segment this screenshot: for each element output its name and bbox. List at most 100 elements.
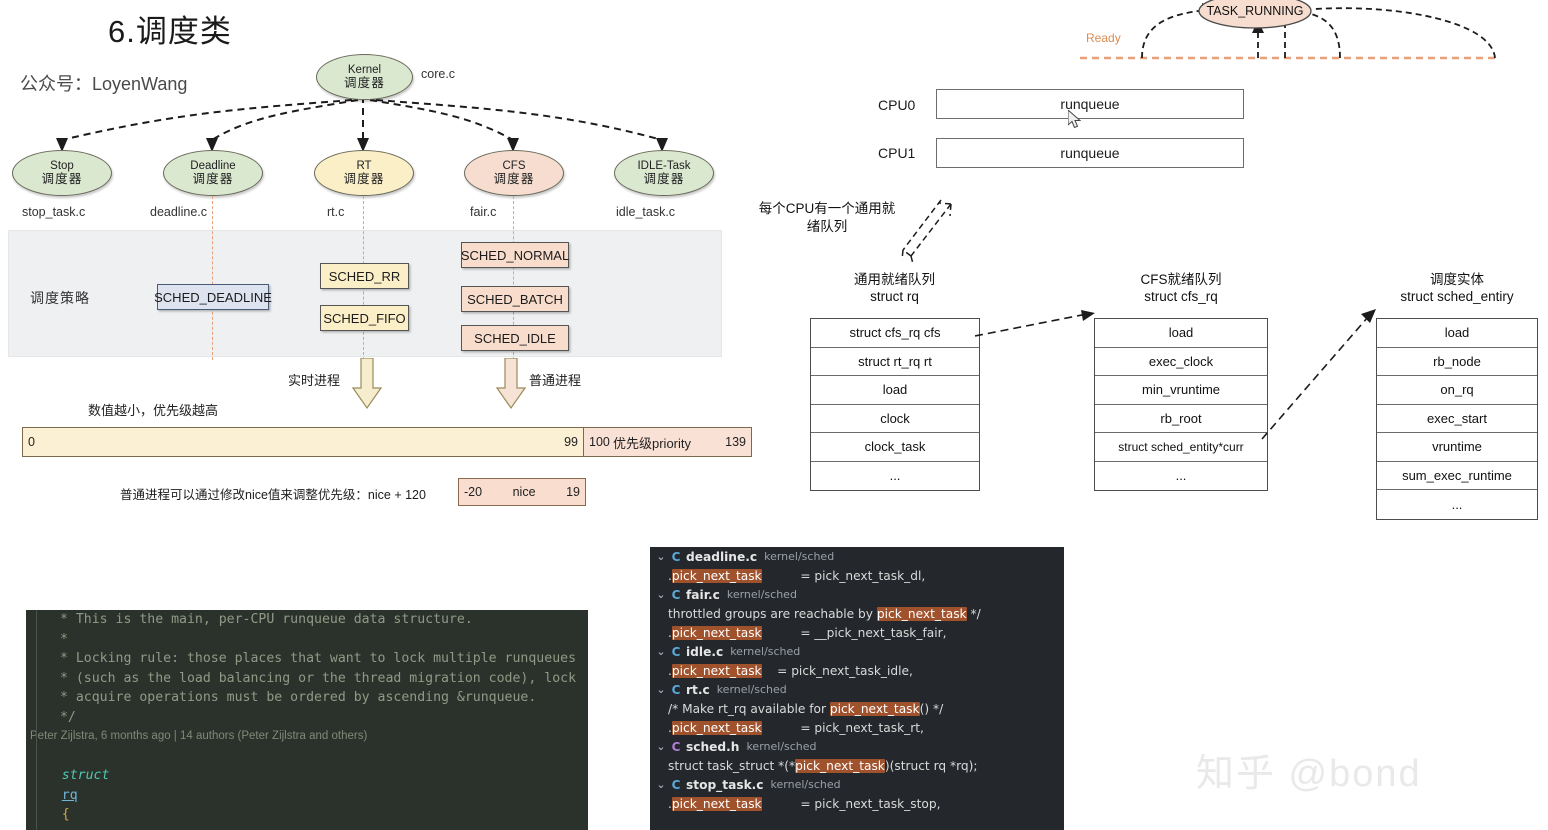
- nice-max: 19: [566, 485, 580, 499]
- match-post: () */: [919, 701, 944, 716]
- se-title-cn: 调度实体: [1430, 272, 1484, 287]
- code-line: * acquire operations must be ordered by …: [52, 690, 537, 705]
- match-highlight: pick_next_task: [876, 606, 967, 621]
- cfsrq-to-sched-entity-arrow-icon: [1261, 309, 1376, 440]
- match-post: = pick_next_task_stop,: [761, 796, 941, 811]
- policy-sched-rr: SCHED_RR: [320, 263, 409, 289]
- c-file-icon: C: [671, 777, 681, 792]
- source-code-panel[interactable]: * This is the main, per-CPU runqueue dat…: [26, 610, 588, 830]
- match-post: = pick_next_task_rt,: [761, 720, 924, 735]
- node-line2: 调度器: [343, 172, 385, 187]
- code-line: */: [52, 709, 76, 725]
- code-keyword: struct: [61, 768, 110, 783]
- percpu-runqueue-note: 每个CPU有一个通用就绪队列: [758, 201, 896, 235]
- priority-range-realtime: 0 99: [22, 427, 584, 457]
- h-file-icon: C: [671, 739, 681, 754]
- search-match-line[interactable]: .pick_next_task = pick_next_task_stop,: [650, 794, 1064, 813]
- match-highlight: pick_next_task: [671, 625, 762, 640]
- watermark: 知乎 @bond: [1196, 753, 1422, 795]
- code-identifier: rq: [61, 787, 78, 803]
- rq-to-cfsrq-arrow-icon: [975, 310, 1095, 337]
- match-post: = pick_next_task_idle,: [761, 663, 913, 678]
- node-deadline-scheduler: Deadline 调度器: [163, 150, 263, 196]
- match-pre: throttled groups are reachable by: [668, 606, 877, 621]
- task-running-state-label: TASK_RUNNING: [1206, 4, 1303, 18]
- rq-field: load: [811, 376, 979, 405]
- code-line: * This is the main, per-CPU runqueue dat…: [52, 612, 473, 627]
- search-match-line[interactable]: throttled groups are reachable by pick_n…: [650, 604, 1064, 623]
- cfsrq-field: exec_clock: [1095, 348, 1267, 376]
- match-post: */: [966, 606, 981, 621]
- priority-axis-label: 优先级priority: [613, 436, 692, 451]
- search-group-header[interactable]: ⌄ C deadline.c kernel/sched: [650, 547, 1064, 566]
- priority-rt-max: 99: [564, 435, 578, 449]
- search-group-header[interactable]: ⌄ C idle.c kernel/sched: [650, 642, 1064, 661]
- policy-panel-label: 调度策略: [30, 290, 90, 306]
- code-line: * Locking rule: those places that want t…: [52, 651, 577, 666]
- search-results-panel[interactable]: ⌄ C deadline.c kernel/sched .pick_next_t…: [650, 547, 1064, 830]
- chevron-down-icon[interactable]: ⌄: [656, 550, 666, 563]
- cpu0-label: CPU0: [878, 97, 916, 113]
- sched-entity-table-title: 调度实体 struct sched_entiry: [1372, 272, 1542, 306]
- c-file-icon: C: [671, 682, 681, 697]
- node-stop-scheduler: Stop 调度器: [12, 150, 112, 196]
- node-line1: Deadline: [190, 159, 236, 172]
- node-idle-task-scheduler: IDLE-Task 调度器: [614, 150, 714, 196]
- struct-rq-table: struct cfs_rq cfs struct rt_rq rt load c…: [810, 318, 980, 491]
- chevron-down-icon[interactable]: ⌄: [656, 645, 666, 658]
- scheduling-policy-panel: [8, 230, 722, 357]
- chevron-down-icon[interactable]: ⌄: [656, 778, 666, 791]
- search-match-line[interactable]: /* Make rt_rq available for pick_next_ta…: [650, 699, 1064, 718]
- code-gutter-line: [36, 610, 37, 830]
- cfsrq-title-cn: CFS就绪队列: [1140, 272, 1222, 287]
- cfsrq-title-en: struct cfs_rq: [1144, 288, 1218, 304]
- match-post: = pick_next_task_dl,: [761, 568, 926, 583]
- cpu0-runqueue-box[interactable]: runqueue: [936, 89, 1244, 119]
- match-highlight: pick_next_task: [671, 568, 762, 583]
- node-line1: Stop: [50, 159, 74, 172]
- node-line2: 调度器: [493, 172, 535, 187]
- search-match-line[interactable]: .pick_next_task = pick_next_task_idle,: [650, 661, 1064, 680]
- search-file-name: stop_task.c: [686, 777, 764, 792]
- se-field: sum_exec_runtime: [1377, 462, 1537, 490]
- c-file-icon: C: [671, 587, 681, 602]
- search-match-line[interactable]: struct task_struct *(*pick_next_task)(st…: [650, 756, 1064, 775]
- task-state-diagram: TASK_RUNNING: [1080, 0, 1498, 60]
- search-match-line[interactable]: .pick_next_task = pick_next_task_dl,: [650, 566, 1064, 585]
- cpu1-runqueue-box[interactable]: runqueue: [936, 138, 1244, 168]
- realtime-process-label: 实时进程: [288, 373, 341, 388]
- policy-sched-normal: SCHED_NORMAL: [461, 242, 569, 268]
- chevron-down-icon[interactable]: ⌄: [656, 588, 666, 601]
- guide-cfs: [513, 196, 514, 360]
- cpu1-label: CPU1: [878, 145, 916, 161]
- se-field: vruntime: [1377, 433, 1537, 462]
- nice-label: nice: [512, 485, 536, 499]
- match-highlight: pick_next_task: [671, 796, 762, 811]
- nice-note: 普通进程可以通过修改nice值来调整优先级：nice + 120: [120, 488, 426, 502]
- policy-sched-batch: SCHED_BATCH: [461, 286, 569, 312]
- policy-sched-idle: SCHED_IDLE: [461, 325, 569, 351]
- chevron-down-icon[interactable]: ⌄: [656, 683, 666, 696]
- cfsrq-field: ...: [1175, 468, 1187, 484]
- search-group-header[interactable]: ⌄ C fair.c kernel/sched: [650, 585, 1064, 604]
- search-match-line[interactable]: .pick_next_task = __pick_next_task_fair,: [650, 623, 1064, 642]
- source-file-rt: rt.c: [327, 205, 345, 219]
- code-line: * (such as the load balancing or the thr…: [52, 670, 577, 686]
- percpu-note-arrow-icon: [901, 199, 952, 265]
- match-pre: struct task_struct *(*: [668, 758, 796, 773]
- match-post: )(struct rq *rq);: [884, 758, 978, 773]
- search-group-header[interactable]: ⌄ C rt.c kernel/sched: [650, 680, 1064, 699]
- source-file-fair: fair.c: [470, 205, 497, 219]
- priority-rt-min: 0: [28, 435, 35, 449]
- chevron-down-icon[interactable]: ⌄: [656, 740, 666, 753]
- node-line1: CFS: [502, 159, 526, 172]
- node-line1: Kernel: [347, 63, 382, 76]
- search-match-line[interactable]: .pick_next_task = pick_next_task_rt,: [650, 718, 1064, 737]
- match-post: = __pick_next_task_fair,: [761, 625, 947, 640]
- rq-field: struct cfs_rq cfs: [811, 319, 979, 348]
- search-group-header[interactable]: ⌄ C stop_task.c kernel/sched: [650, 775, 1064, 794]
- wechat-account-label: 公众号：LoyenWang: [20, 74, 188, 94]
- search-group-header[interactable]: ⌄ C sched.h kernel/sched: [650, 737, 1064, 756]
- search-file-path: kernel/sched: [770, 778, 841, 791]
- ready-state-label: Ready: [1086, 31, 1121, 45]
